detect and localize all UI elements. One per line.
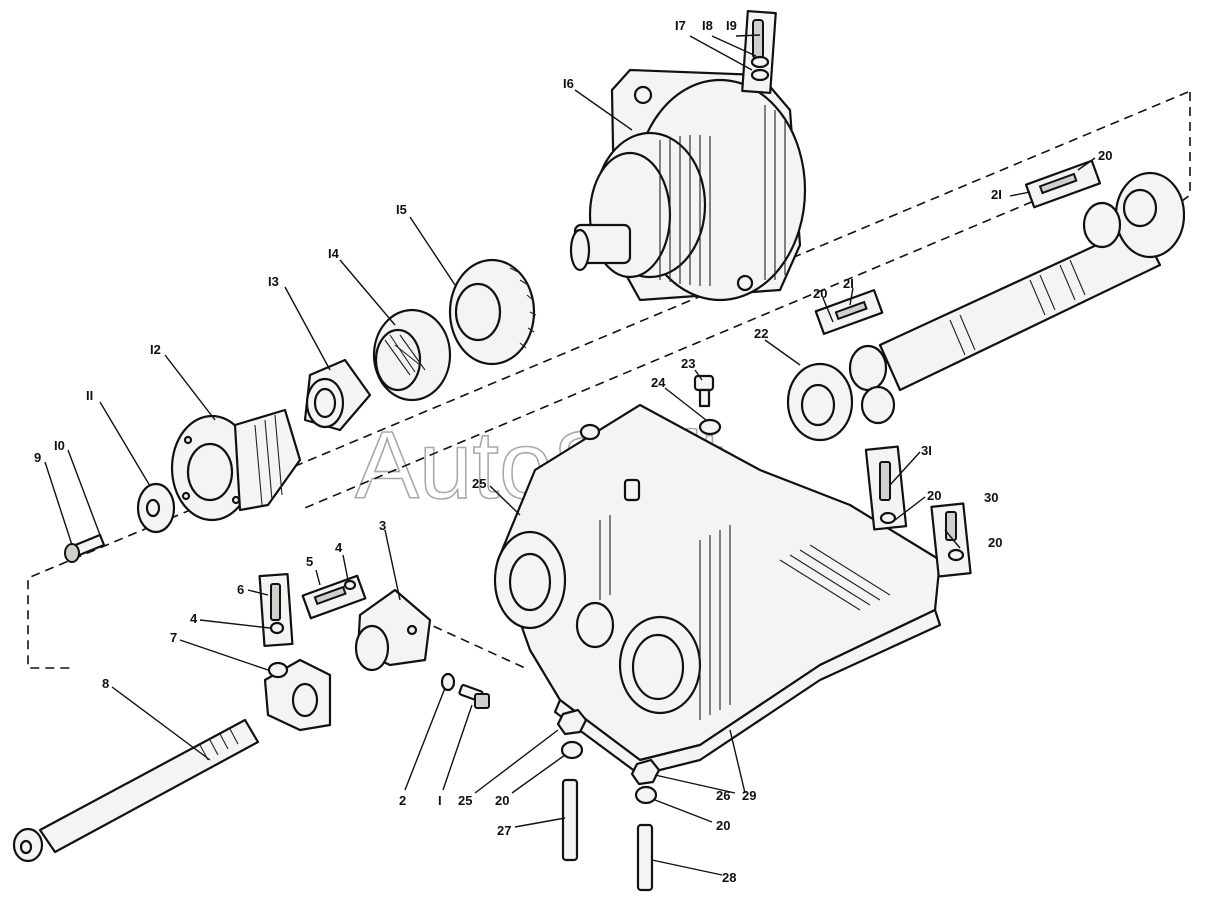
callout-20-upper: 20 xyxy=(1098,148,1112,163)
callout-22: 22 xyxy=(754,326,768,341)
washer-20-left xyxy=(560,740,584,760)
callout-21-mid: 2I xyxy=(843,276,854,291)
callout-27: 27 xyxy=(497,823,511,838)
bolt-tag-21-lower xyxy=(814,289,884,335)
yoke-7 xyxy=(263,658,332,732)
callout-4-upper: 4 xyxy=(335,540,343,555)
callout-23: 23 xyxy=(681,356,695,371)
bolt-9-10 xyxy=(64,533,106,563)
callout-8: 8 xyxy=(102,676,109,691)
drive-shaft-22 xyxy=(786,171,1186,442)
callout-18: I8 xyxy=(702,18,713,33)
callout-19: I9 xyxy=(726,18,737,33)
callout-20-left: 20 xyxy=(495,793,509,808)
shaft-8 xyxy=(12,718,260,863)
fasteners-1-2 xyxy=(440,672,490,709)
stud-28 xyxy=(636,823,654,892)
nut-26 xyxy=(630,758,661,786)
assembly-axis-lines xyxy=(27,91,1191,669)
callout-20-mid: 20 xyxy=(813,286,827,301)
callout-20-bottom: 20 xyxy=(716,818,730,833)
callout-28: 28 xyxy=(722,870,736,885)
washer-20-right xyxy=(634,785,658,805)
callout-9: 9 xyxy=(34,450,41,465)
bearing-14 xyxy=(372,308,452,402)
gearbox-housing-25 xyxy=(493,403,942,777)
callout-25-housing: 25 xyxy=(472,476,486,491)
callout-13: I3 xyxy=(268,274,279,289)
callout-labels: I7 I8 I9 I6 20 2I I5 I4 I3 I2 II I0 9 20… xyxy=(34,18,1112,885)
nut-25-left xyxy=(556,708,588,736)
bolt-tag-21-upper xyxy=(1024,159,1102,209)
callout-21-upper: 2I xyxy=(991,187,1002,202)
callout-24: 24 xyxy=(651,375,666,390)
callout-7: 7 xyxy=(170,630,177,645)
leader-lines xyxy=(44,34,1096,876)
callout-5: 5 xyxy=(306,554,313,569)
motor-assembly xyxy=(569,68,807,302)
bolt-tag-31 xyxy=(864,445,908,531)
gear-15 xyxy=(448,258,537,366)
callout-10: I0 xyxy=(54,438,65,453)
callout-4-lower: 4 xyxy=(190,611,198,626)
callout-6: 6 xyxy=(237,582,244,597)
callout-12: I2 xyxy=(150,342,161,357)
callout-16: I6 xyxy=(563,76,574,91)
callout-25-nut: 25 xyxy=(458,793,472,808)
stud-27 xyxy=(561,778,579,862)
bolt-pack-17-19 xyxy=(741,10,777,94)
callout-2: 2 xyxy=(399,793,406,808)
callout-31: 3I xyxy=(921,443,932,458)
callout-20-right-a: 20 xyxy=(927,488,941,503)
callout-1: I xyxy=(438,793,442,808)
callout-17: I7 xyxy=(675,18,686,33)
callout-29: 29 xyxy=(742,788,756,803)
bolt-tag-6 xyxy=(258,573,294,647)
washer-11 xyxy=(136,482,176,534)
flange-3 xyxy=(354,588,432,672)
callout-30: 30 xyxy=(984,490,998,505)
callout-20-right-b: 20 xyxy=(988,535,1002,550)
bolt-tag-30 xyxy=(930,502,972,578)
sleeve-13 xyxy=(303,358,372,432)
callout-26: 26 xyxy=(716,788,730,803)
callout-3: 3 xyxy=(379,518,386,533)
callout-14: I4 xyxy=(328,246,340,261)
flange-12 xyxy=(170,408,302,522)
callout-15: I5 xyxy=(396,202,407,217)
bolt-tag-5 xyxy=(301,574,367,620)
callout-11: II xyxy=(86,388,93,403)
bolt-23-washer-24 xyxy=(693,374,722,436)
